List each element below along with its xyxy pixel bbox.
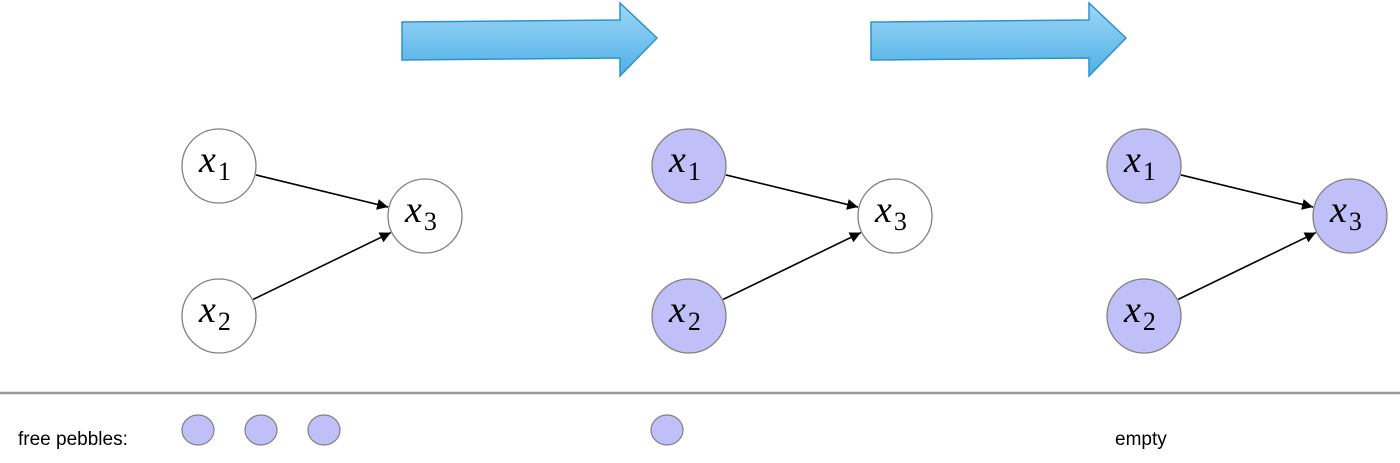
- node-x1: x1: [181, 128, 257, 204]
- node-label: x1: [1123, 139, 1156, 186]
- node-subscript: 3: [424, 207, 437, 236]
- node-variable: x: [1329, 189, 1347, 231]
- node-variable: x: [668, 139, 686, 181]
- node-subscript: 3: [894, 207, 907, 236]
- transition-arrow-2: [870, 1, 1128, 78]
- pebbled-node-circle: [1106, 128, 1182, 204]
- free-pebbles-label: free pebbles:: [18, 429, 128, 450]
- node-x2: x2: [651, 278, 727, 354]
- node-variable: x: [668, 289, 686, 331]
- free-pebbles-row: empty: [181, 414, 1167, 450]
- pebbled-node-circle: [1106, 278, 1182, 354]
- free-pebble: [181, 414, 215, 446]
- transition-arrows: [401, 1, 1128, 78]
- transition-arrow-1: [401, 1, 659, 78]
- free-pebble: [650, 414, 684, 446]
- edge-x1-to-x3: [255, 174, 389, 210]
- node-x1: x1: [1106, 128, 1182, 204]
- node-subscript: 1: [1143, 157, 1156, 186]
- node-x1: x1: [651, 128, 727, 204]
- node-subscript: 2: [1143, 307, 1156, 336]
- node-subscript: 2: [688, 307, 701, 336]
- node-variable: x: [874, 189, 892, 231]
- node-label: x2: [668, 289, 701, 336]
- node-x3: x3: [387, 178, 463, 254]
- pebbled-node-circle: [651, 128, 727, 204]
- node-variable: x: [198, 139, 216, 181]
- node-variable: x: [198, 289, 216, 331]
- empty-node-circle: [857, 178, 933, 254]
- node-subscript: 1: [688, 157, 701, 186]
- node-x3: x3: [857, 178, 933, 254]
- node-label: x3: [1329, 189, 1362, 236]
- node-subscript: 1: [218, 157, 231, 186]
- pebbled-node-circle: [1312, 178, 1388, 254]
- node-label: x3: [874, 189, 907, 236]
- free-pebbles-status: empty: [1115, 429, 1167, 450]
- edge-x2-to-x3: [252, 231, 392, 301]
- node-variable: x: [404, 189, 422, 231]
- node-x2: x2: [1106, 278, 1182, 354]
- node-label: x1: [198, 139, 231, 186]
- node-label: x2: [1123, 289, 1156, 336]
- empty-node-circle: [181, 128, 257, 204]
- node-x2: x2: [181, 278, 257, 354]
- edge-x2-to-x3: [1177, 231, 1317, 301]
- empty-node-circle: [181, 278, 257, 354]
- free-pebble: [244, 414, 278, 446]
- pebbled-node-circle: [651, 278, 727, 354]
- free-pebble: [307, 414, 341, 446]
- edge-x1-to-x3: [1180, 174, 1314, 210]
- empty-node-circle: [387, 178, 463, 254]
- edge-x1-to-x3: [725, 174, 859, 210]
- node-subscript: 2: [218, 307, 231, 336]
- edge-x2-to-x3: [722, 231, 862, 301]
- node-variable: x: [1123, 139, 1141, 181]
- node-x3: x3: [1312, 178, 1388, 254]
- node-label: x1: [668, 139, 701, 186]
- node-label: x3: [404, 189, 437, 236]
- node-label: x2: [198, 289, 231, 336]
- node-variable: x: [1123, 289, 1141, 331]
- node-subscript: 3: [1349, 207, 1362, 236]
